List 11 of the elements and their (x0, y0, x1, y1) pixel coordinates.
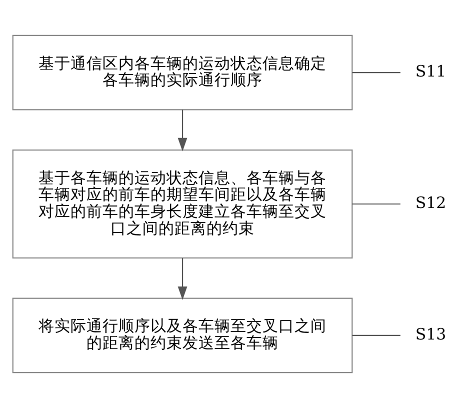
node-box: 基于通信区内各车辆的运动状态信息确定各车辆的实际通行顺序 (12, 34, 353, 110)
node-text: S13 (415, 324, 446, 344)
node-box: 基于各车辆的运动状态信息、各车辆与各车辆对应的前车的期望车间距以及各车辆对应的前车的车身长度建立各车辆至交叉口之间的距离的约束 (12, 150, 353, 258)
arrow (178, 110, 188, 152)
arrow (178, 258, 188, 300)
node-text: S11 (415, 62, 446, 81)
connector (352, 334, 400, 336)
connector (352, 72, 400, 74)
node-box: 将实际通行顺序以及各车辆至交叉口之间的距离的约束发送至各车辆 (12, 298, 353, 374)
connector (352, 203, 400, 205)
node-text: S12 (415, 193, 446, 212)
